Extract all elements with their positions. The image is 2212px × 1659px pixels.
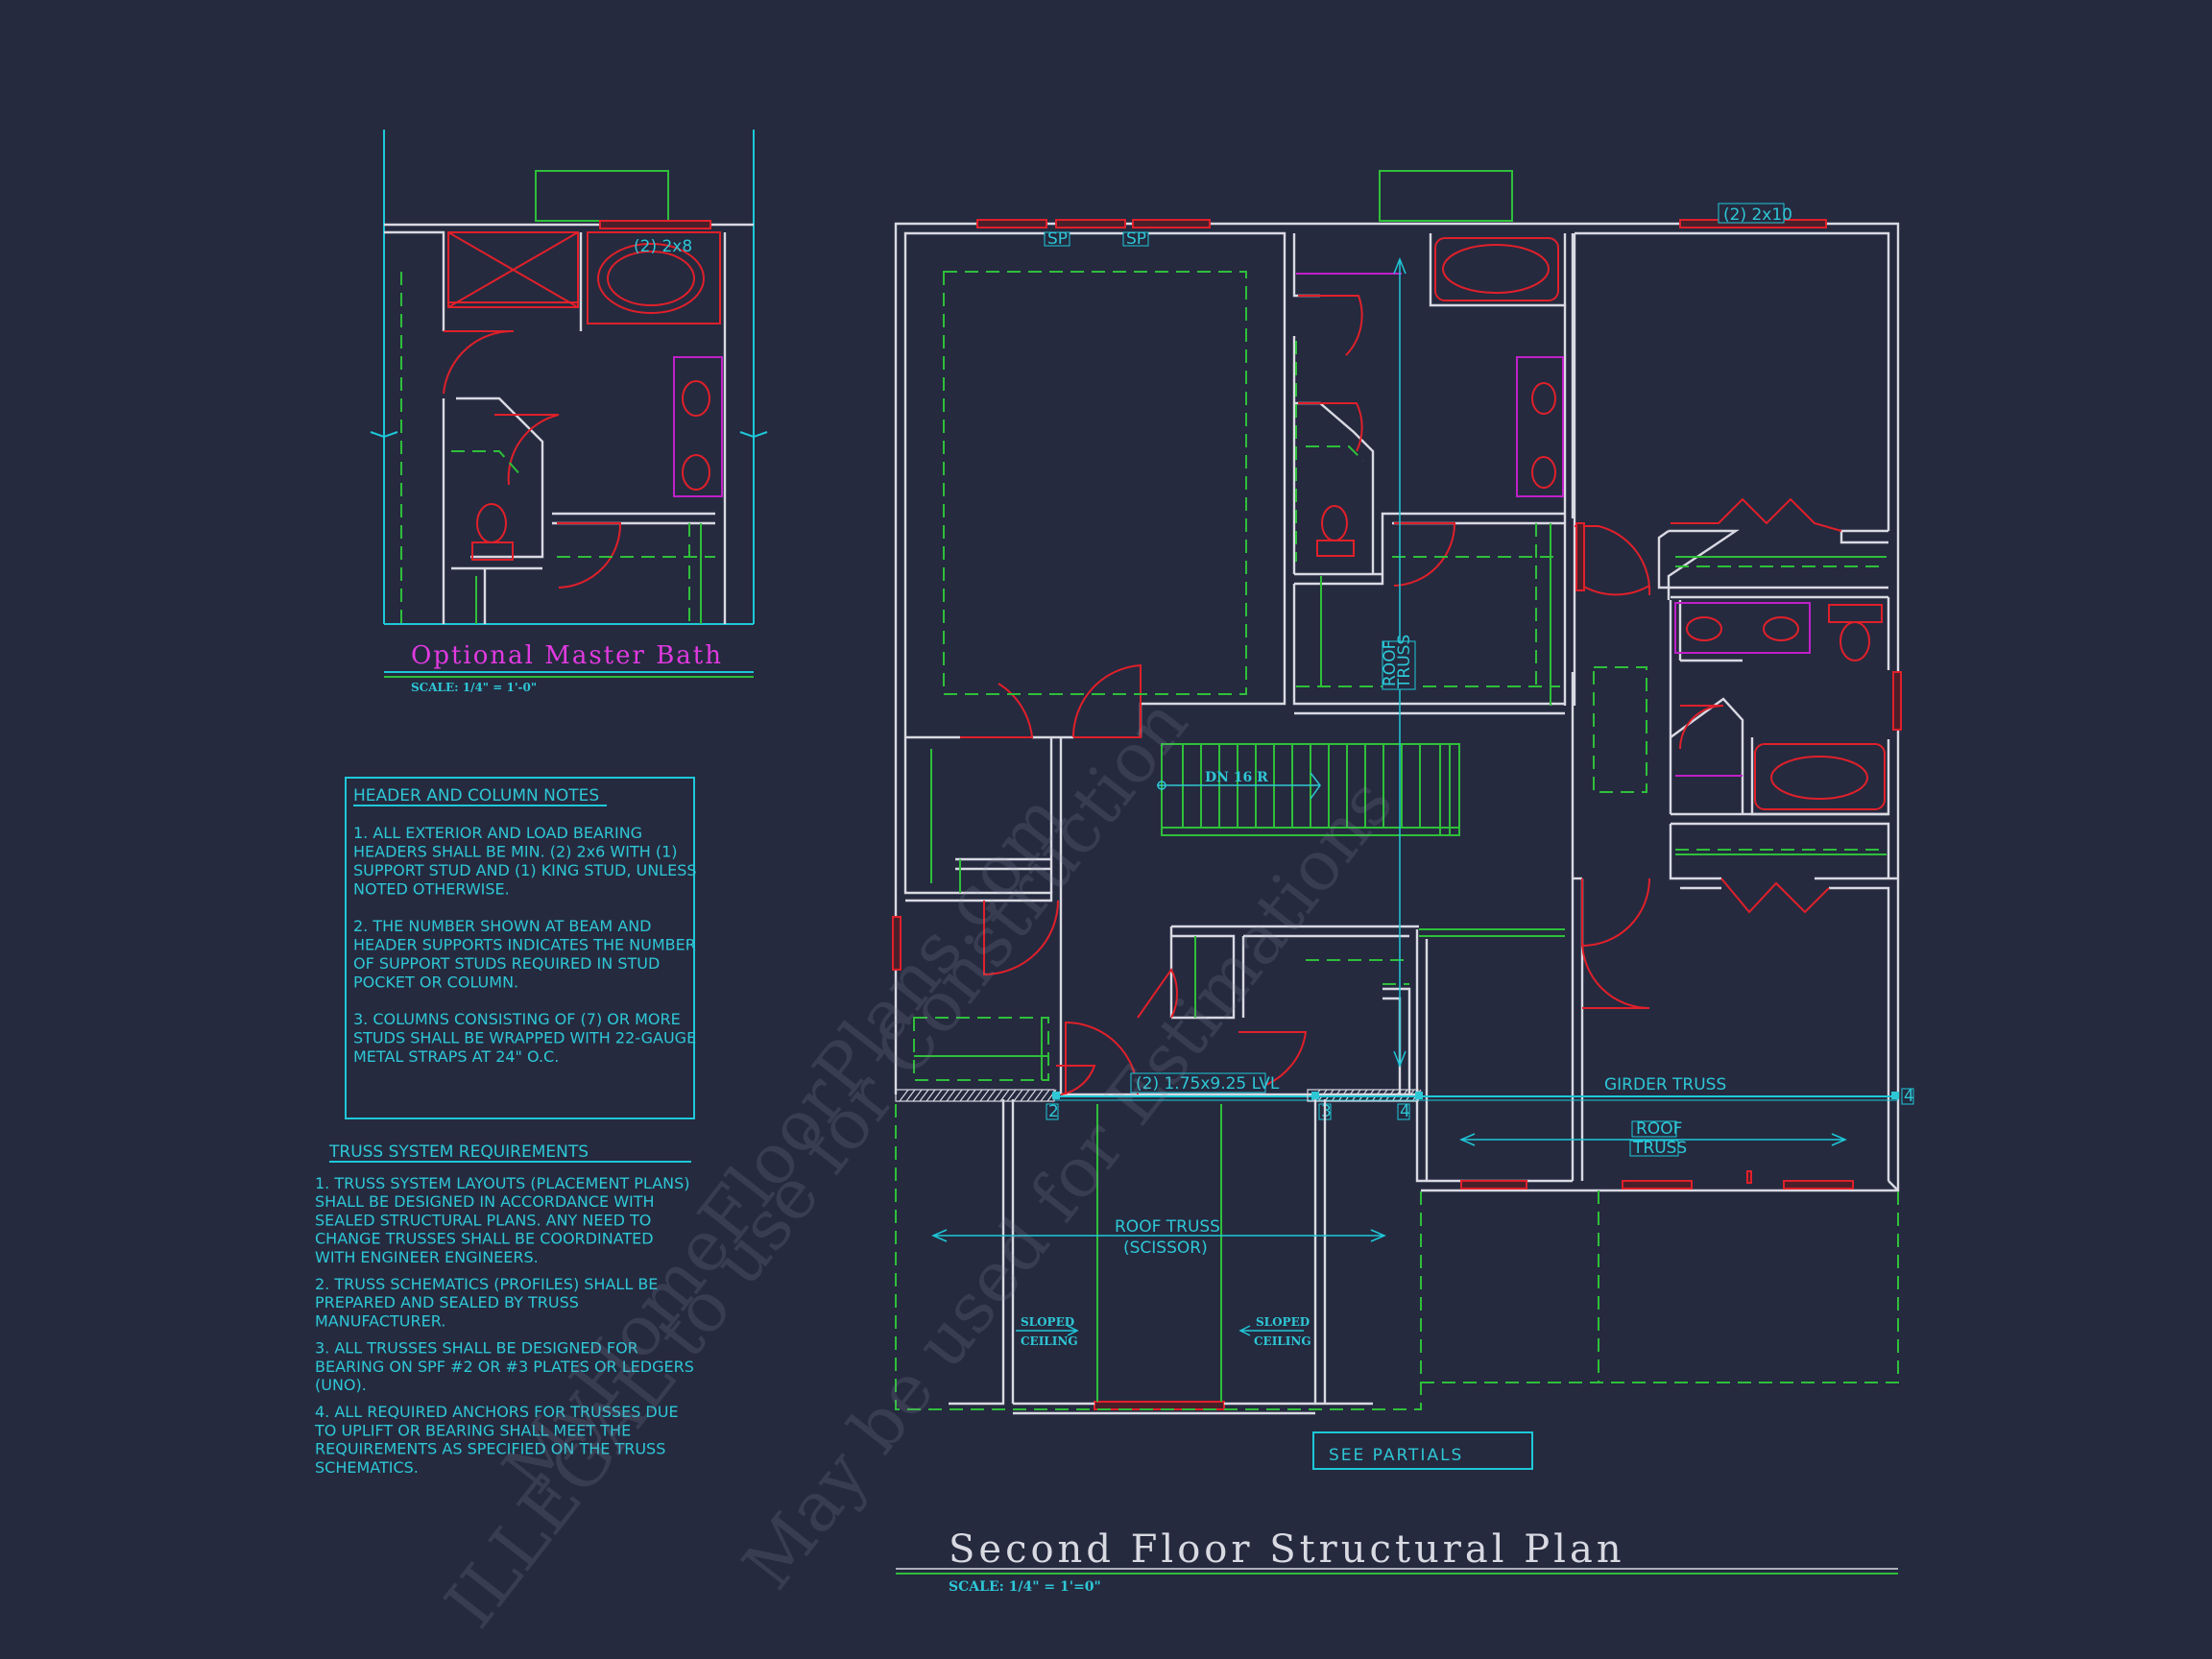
header-note-line: HEADER SUPPORTS INDICATES THE NUMBER [353, 936, 696, 954]
beam-hatch [939, 1089, 950, 1102]
beam-hatch [966, 1089, 976, 1102]
header-note-line: SUPPORT STUD AND (1) KING STUD, UNLESS [353, 861, 697, 879]
roof-truss-v-2: TRUSS [1395, 635, 1414, 689]
truss-note-line: WITH ENGINEER ENGINEERS. [315, 1248, 539, 1266]
truss-note-line: SEALED STRUCTURAL PLANS. ANY NEED TO [315, 1211, 651, 1229]
truss-note-line: 4. ALL REQUIRED ANCHORS FOR TRUSSES DUE [315, 1403, 679, 1421]
beam-hatch [1020, 1089, 1030, 1102]
beam-hatch [999, 1089, 1010, 1102]
header-note-line: HEADERS SHALL BE MIN. (2) 2x6 WITH (1) [353, 843, 678, 861]
sloped-right-2: CEILING [1254, 1334, 1311, 1348]
truss-note-line: MANUFACTURER. [315, 1311, 445, 1330]
beam-hatch [952, 1089, 963, 1102]
beam-hatch [973, 1089, 983, 1102]
roof-scissor-1: ROOF TRUSS [1115, 1217, 1220, 1237]
col-3: 3 [1321, 1102, 1332, 1121]
header-note-line: 2. THE NUMBER SHOWN AT BEAM AND [353, 917, 652, 935]
beam-hatch [1013, 1089, 1023, 1102]
plan-title: Second Floor Structural Plan [949, 1527, 1625, 1572]
beam-hatch [959, 1089, 970, 1102]
see-partials-box [1312, 1431, 1533, 1470]
header-2x10-label: (2) 2x10 [1723, 205, 1792, 225]
sp-label-1: SP [1047, 229, 1068, 249]
second-floor-plan: (2) 2x10 SP SP [892, 170, 1914, 1595]
header-note-line: NOTED OTHERWISE. [353, 880, 510, 899]
header-note-line: POCKET OR COLUMN. [353, 974, 518, 992]
beam-hatch [899, 1089, 909, 1102]
col-4a: 4 [1400, 1102, 1410, 1121]
header-note-line: 1. ALL EXTERIOR AND LOAD BEARING [353, 824, 642, 842]
beam-hatch [905, 1089, 916, 1102]
header-notes-body: 1. ALL EXTERIOR AND LOAD BEARINGHEADERS … [353, 824, 697, 1066]
truss-notes-body: 1. TRUSS SYSTEM LAYOUTS (PLACEMENT PLANS… [314, 1174, 694, 1477]
bath-header-label: (2) 2x8 [634, 237, 692, 256]
sloped-left-1: SLOPED [1021, 1315, 1074, 1329]
header-note-line: METAL STRAPS AT 24" O.C. [353, 1047, 559, 1066]
roof-truss-v-1: ROOF [1381, 640, 1400, 686]
optional-bath-scale: SCALE: 1/4" = 1'-0" [411, 681, 537, 694]
col-2: 2 [1048, 1102, 1059, 1121]
header-note-line: 3. COLUMNS CONSISTING OF (7) OR MORE [353, 1010, 681, 1028]
girder-truss-label: GIRDER TRUSS [1604, 1075, 1726, 1094]
truss-note-line: SCHEMATICS. [315, 1458, 419, 1477]
truss-note-line: 3. ALL TRUSSES SHALL BE DESIGNED FOR [315, 1339, 638, 1358]
col-4b: 4 [1904, 1087, 1914, 1106]
beam-hatch [926, 1089, 936, 1102]
truss-note-line: TO UPLIFT OR BEARING SHALL MEET THE [314, 1421, 631, 1439]
beam-hatch [1026, 1089, 1037, 1102]
beam-hatch [919, 1089, 929, 1102]
roof-scissor-2: (SCISSOR) [1123, 1238, 1208, 1258]
optional-master-bath: (2) 2x8 Optional Master Bath SCALE: 1/4"… [370, 130, 768, 694]
stair-label: DN 16 R [1205, 770, 1268, 785]
header-notes-title: HEADER AND COLUMN NOTES [353, 786, 599, 805]
beam-hatch [912, 1089, 923, 1102]
header-note-line: STUDS SHALL BE WRAPPED WITH 22-GAUGE [353, 1029, 696, 1047]
truss-note-line: 1. TRUSS SYSTEM LAYOUTS (PLACEMENT PLANS… [315, 1174, 690, 1192]
beam-hatch [1033, 1089, 1044, 1102]
truss-note-line: 2. TRUSS SCHEMATICS (PROFILES) SHALL BE [315, 1275, 658, 1293]
beam-hatch [986, 1089, 997, 1102]
optional-bath-title: Optional Master Bath [411, 641, 723, 670]
truss-requirements: TRUSS SYSTEM REQUIREMENTS 1. TRUSS SYSTE… [314, 1142, 694, 1477]
truss-note-line: REQUIREMENTS AS SPECIFIED ON THE TRUSS [315, 1440, 665, 1458]
beam-hatch [1040, 1089, 1050, 1102]
sloped-right-1: SLOPED [1256, 1315, 1310, 1329]
beam-hatch [979, 1089, 990, 1102]
truss-note-line: BEARING ON SPF #2 OR #3 PLATES OR LEDGER… [315, 1358, 694, 1376]
lvl-label: (2) 1.75x9.25 LVL [1136, 1074, 1280, 1094]
plan-scale: SCALE: 1/4" = 1'=0" [949, 1579, 1101, 1595]
beam-hatch [932, 1089, 943, 1102]
header-note-line: OF SUPPORT STUDS REQUIRED IN STUD [353, 954, 660, 973]
truss-title: TRUSS SYSTEM REQUIREMENTS [328, 1142, 589, 1162]
header-column-notes: HEADER AND COLUMN NOTES 1. ALL EXTERIOR … [345, 777, 697, 1119]
truss-note-line: PREPARED AND SEALED BY TRUSS [315, 1293, 579, 1311]
roof-truss-right-1: ROOF [1636, 1119, 1682, 1139]
beam-hatch [993, 1089, 1003, 1102]
see-partials-label: SEE PARTIALS [1329, 1446, 1463, 1465]
stair: DN 16 R [1157, 743, 1460, 836]
truss-note-line: SHALL BE DESIGNED IN ACCORDANCE WITH [315, 1192, 655, 1211]
beam-hatch [946, 1089, 956, 1102]
truss-note-line: (UNO). [315, 1376, 367, 1394]
sloped-left-2: CEILING [1021, 1334, 1078, 1348]
truss-note-line: CHANGE TRUSSES SHALL BE COORDINATED [315, 1230, 654, 1248]
sp-label-2: SP [1126, 229, 1146, 249]
beam-hatch [1006, 1089, 1017, 1102]
roof-truss-right-2: TRUSS [1632, 1139, 1687, 1158]
